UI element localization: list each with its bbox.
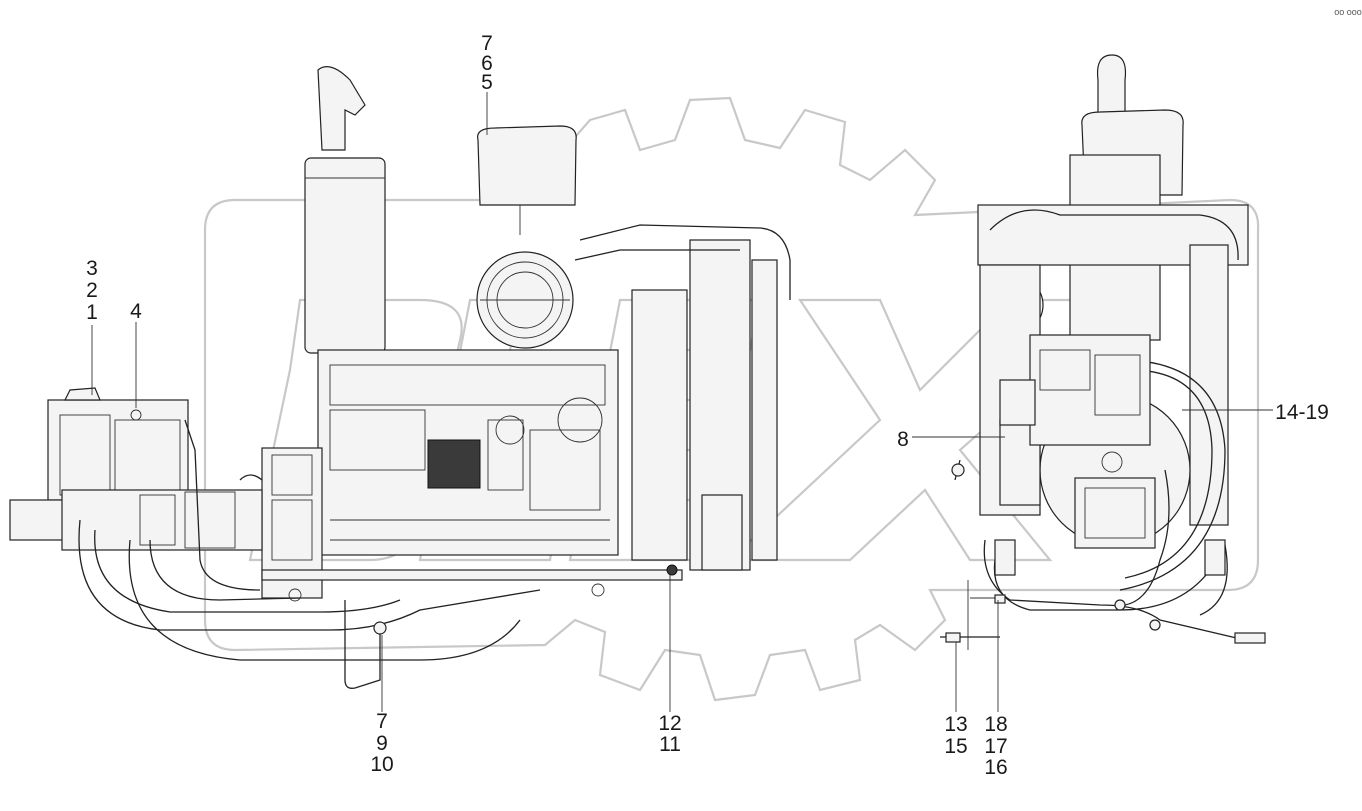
callout-6: 6	[481, 52, 493, 75]
callout-18: 18	[984, 713, 1007, 736]
callout-1: 1	[86, 301, 98, 324]
pump-stack	[61, 489, 263, 551]
air-filter-housing	[477, 125, 577, 206]
callout-2: 2	[86, 279, 98, 302]
exhaust-pipe	[317, 66, 366, 151]
fitting-12	[666, 564, 678, 576]
engine-front-view	[912, 54, 1273, 712]
callout-16: 16	[984, 756, 1007, 779]
callout-7-bottom: 7	[376, 710, 388, 733]
callout-9: 9	[376, 732, 388, 755]
callout-4: 4	[130, 300, 142, 323]
gear-pump	[9, 499, 66, 541]
fan-shroud	[631, 289, 688, 561]
callout-7-top: 7	[481, 32, 493, 55]
fuel-pump	[427, 439, 481, 489]
callout-11: 11	[659, 733, 681, 756]
frame-rail	[261, 569, 683, 581]
callout-14-19: 14-19	[1275, 401, 1329, 424]
callout-10: 10	[370, 753, 393, 776]
callout-8: 8	[897, 428, 909, 451]
callout-12: 12	[658, 712, 681, 735]
engine-side-view	[9, 66, 791, 712]
muffler	[304, 157, 386, 354]
callout-17: 17	[984, 735, 1007, 758]
callout-15: 15	[944, 735, 967, 758]
callout-13: 13	[944, 713, 967, 736]
callout-3: 3	[86, 257, 98, 280]
callout-5: 5	[481, 71, 493, 94]
corner-mark: oo ooo	[1334, 7, 1362, 17]
pump-valve-block	[64, 387, 101, 401]
callout-labels: 3 2 1 4 7 6 5 7 9 10 12 11 8 14-19 13 15…	[86, 32, 1329, 779]
front-pump	[1074, 477, 1156, 549]
fitting-4	[130, 409, 142, 421]
fitting-9	[373, 621, 387, 635]
front-frame-right	[1189, 244, 1229, 526]
